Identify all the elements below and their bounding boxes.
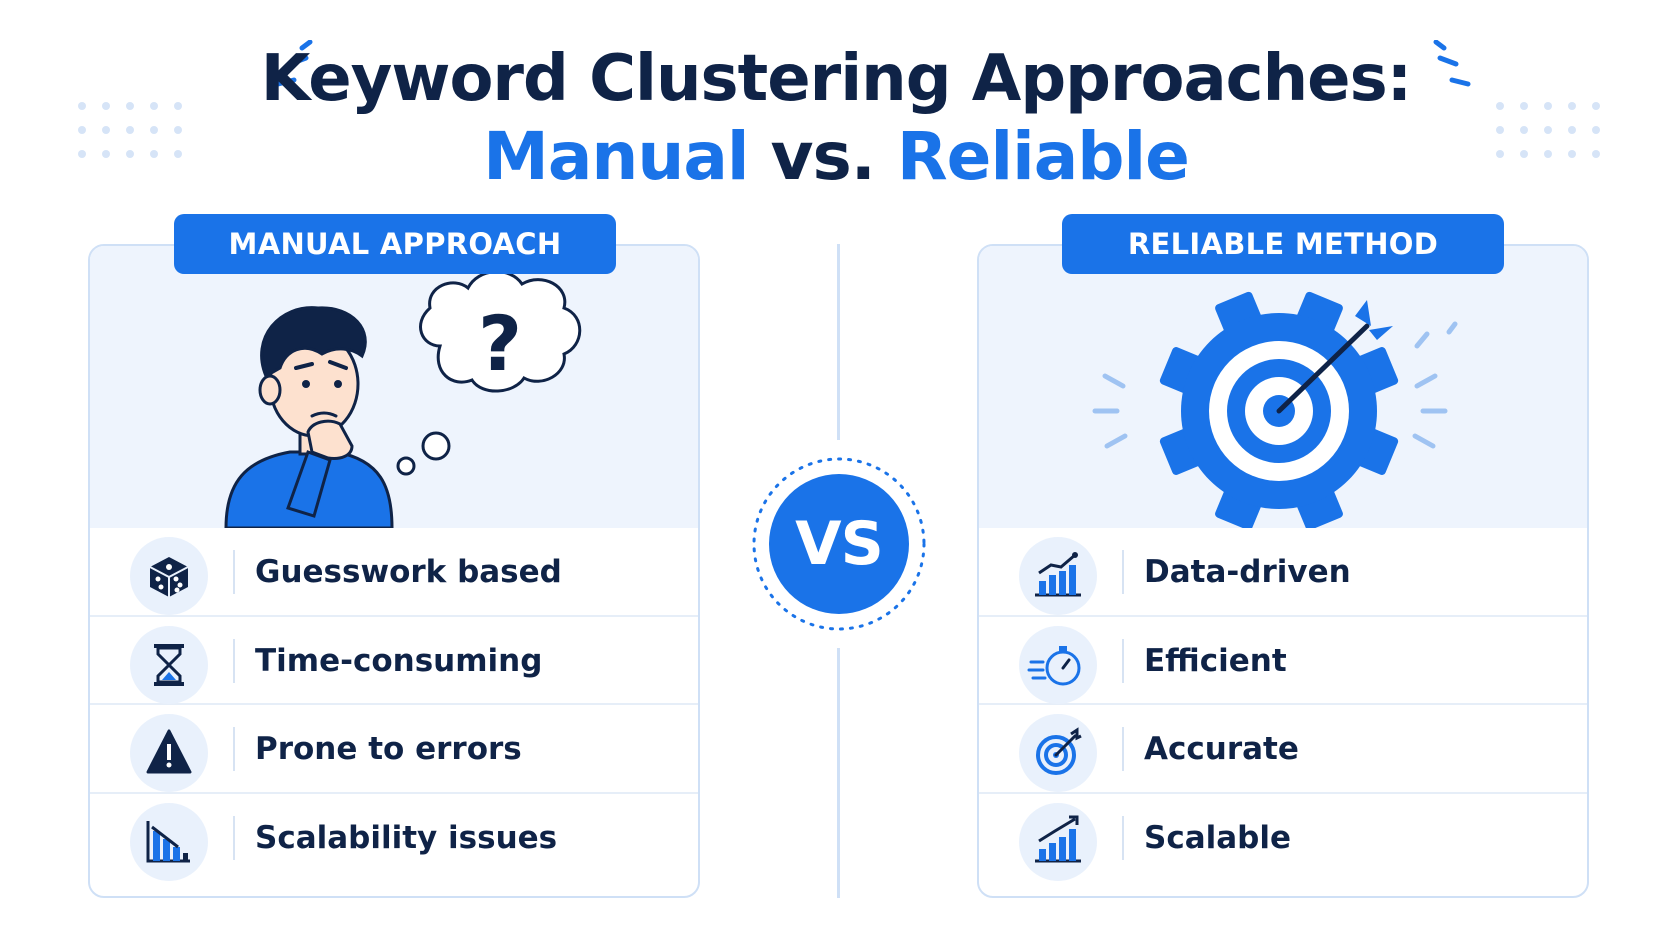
warning-icon xyxy=(146,729,192,774)
item-label: Data-driven xyxy=(1144,554,1351,590)
reliable-illustration xyxy=(979,246,1587,528)
spark-right-icon xyxy=(1433,40,1471,87)
list-item: Scalable xyxy=(979,794,1587,883)
rising-chart-icon xyxy=(1035,552,1081,597)
item-label: Scalable xyxy=(1144,819,1292,856)
item-label: Efficient xyxy=(1144,642,1287,679)
list-item: Guesswork based xyxy=(90,528,698,617)
thinking-person-icon: ? xyxy=(224,270,582,528)
item-label: Scalability issues xyxy=(255,819,558,856)
target-icon xyxy=(1036,727,1082,775)
list-item: Accurate xyxy=(979,705,1587,794)
item-label: Prone to errors xyxy=(255,731,522,767)
vs-label: VS xyxy=(795,509,884,579)
dice-icon xyxy=(149,557,189,597)
hourglass-icon xyxy=(154,643,184,686)
dot-grid-right xyxy=(1496,102,1600,158)
gear-target-icon xyxy=(1092,291,1458,528)
list-item: Scalability issues xyxy=(90,794,698,883)
stopwatch-icon xyxy=(1027,645,1081,685)
list-item: Prone to errors xyxy=(90,705,698,794)
reliable-badge: RELIABLE METHOD xyxy=(1062,214,1504,274)
page-subtitle: Manual vs. Reliable xyxy=(0,118,1672,195)
spark-left-icon xyxy=(275,40,313,87)
divider-top xyxy=(837,244,840,440)
list-item: Time-consuming xyxy=(90,617,698,705)
item-label: Accurate xyxy=(1144,731,1299,767)
manual-illustration: ? xyxy=(90,246,698,528)
item-label: Time-consuming xyxy=(255,642,543,679)
subtitle-manual: Manual xyxy=(483,118,749,195)
page-title: Keyword Clustering Approaches: xyxy=(260,42,1413,116)
declining-chart-icon xyxy=(146,820,190,862)
list-item: Data-driven xyxy=(979,528,1587,617)
growth-chart-icon xyxy=(1035,815,1081,862)
reliable-panel: Data-driven Efficient xyxy=(977,244,1589,898)
vs-badge: VS xyxy=(749,454,929,634)
reliable-list: Data-driven Efficient xyxy=(979,528,1587,882)
manual-badge: MANUAL APPROACH xyxy=(174,214,616,274)
manual-list: Guesswork based Time-consuming xyxy=(90,528,698,882)
divider-bottom xyxy=(837,648,840,898)
subtitle-reliable: Reliable xyxy=(896,118,1190,195)
item-label: Guesswork based xyxy=(255,554,562,590)
list-item: Efficient xyxy=(979,617,1587,705)
manual-panel: ? xyxy=(88,244,700,898)
svg-text:?: ? xyxy=(478,299,522,388)
subtitle-vs: vs. xyxy=(770,118,875,195)
dot-grid-left xyxy=(78,102,182,158)
